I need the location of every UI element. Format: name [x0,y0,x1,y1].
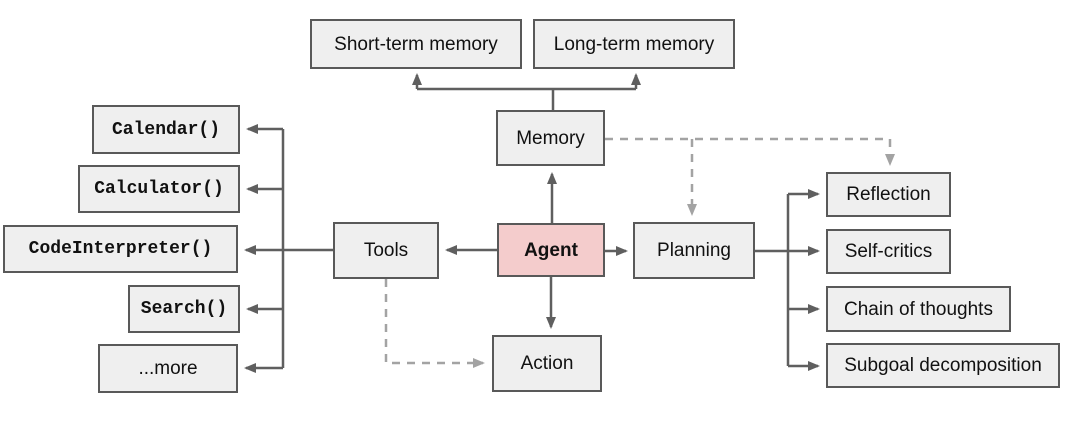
node-calendar: Calendar() [92,105,240,154]
node-tools: Tools [333,222,439,279]
node-code-interpreter: CodeInterpreter() [3,225,238,273]
node-memory: Memory [496,110,605,166]
node-action: Action [492,335,602,392]
node-agent: Agent [497,223,605,277]
node-long-term-memory: Long-term memory [533,19,735,69]
node-subgoal-decomposition: Subgoal decomposition [826,343,1060,388]
node-chain-of-thoughts: Chain of thoughts [826,286,1011,332]
edge-tools-to-action-dashed [384,279,485,368]
edge-memory-to-reflection-dashed [605,137,895,166]
node-planning: Planning [633,222,755,279]
node-self-critics: Self-critics [826,229,951,274]
node-more: ...more [98,344,238,393]
node-calculator: Calculator() [78,165,240,213]
node-reflection: Reflection [826,172,951,217]
node-short-term-memory: Short-term memory [310,19,522,69]
node-search: Search() [128,285,240,333]
